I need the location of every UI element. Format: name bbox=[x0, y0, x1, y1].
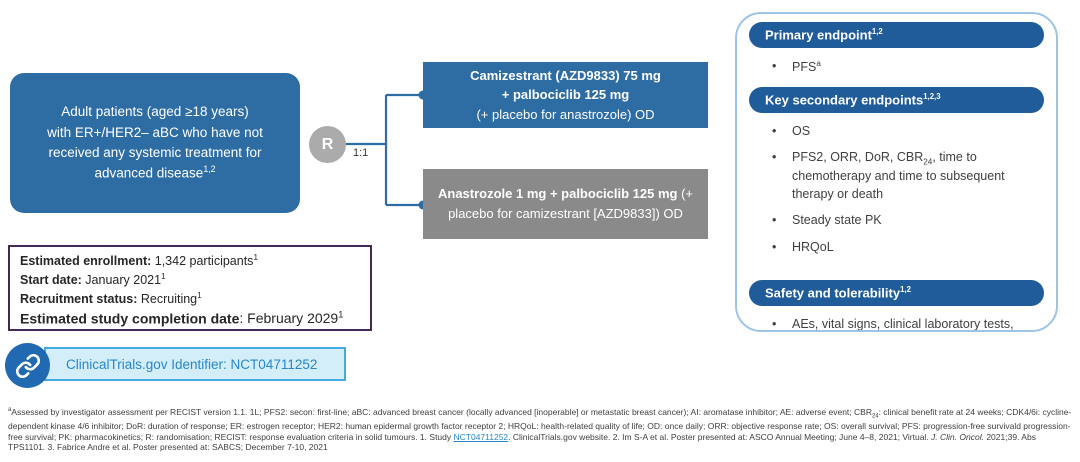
start-date-line: Start date: January 20211 bbox=[20, 271, 360, 290]
anastrozole-arm-box: Anastrozole 1 mg + palbociclib 125 mg (+… bbox=[423, 169, 708, 239]
key-secondary-endpoints-header-label: Key secondary endpoints1,2,3 bbox=[765, 91, 941, 108]
completion-date-value: : February 20291 bbox=[239, 309, 344, 327]
list-item: HRQoL bbox=[772, 239, 1040, 257]
enrollment-value: 1,342 participants1 bbox=[151, 253, 258, 269]
list-item: Steady state PK bbox=[772, 212, 1040, 230]
safety-tolerability-header-label: Safety and tolerability1,2 bbox=[765, 285, 911, 301]
patient-population-box: Adult patients (aged ≥18 years)with ER+/… bbox=[10, 73, 300, 213]
start-date-value: January 20211 bbox=[81, 271, 166, 288]
list-item: AEs, vital signs, clinical laboratory te… bbox=[772, 316, 1040, 330]
camizestrant-arm-box: Camizestrant (AZD9833) 75 mg + palbocicl… bbox=[423, 62, 708, 128]
completion-date-label: Estimated study completion date bbox=[20, 310, 240, 327]
nct-footnote-link[interactable]: NCT04711252 bbox=[453, 431, 509, 442]
nct-identifier-box: ClinicalTrials.gov Identifier: NCT047112… bbox=[44, 347, 346, 381]
camizestrant-arm-line1: Camizestrant (AZD9833) 75 mg bbox=[470, 67, 661, 83]
enrollment-info-box: Estimated enrollment: 1,342 participants… bbox=[8, 245, 372, 331]
footnote-references: . ClinicalTrials.gov website. 2. Im S-A … bbox=[8, 431, 1036, 453]
endpoints-panel: Primary endpoint1,2 PFSa Key secondary e… bbox=[735, 12, 1058, 332]
recruitment-status-label: Recruitment status: bbox=[20, 291, 138, 306]
anastrozole-arm-bold-text: Anastrozole 1 mg + palbociclib 125 mg bbox=[437, 186, 678, 201]
chain-link-icon bbox=[15, 353, 40, 378]
primary-endpoint-header-label: Primary endpoint1,2 bbox=[765, 27, 883, 43]
list-item: PFSa bbox=[772, 58, 1040, 77]
footnote-abbreviations: aAssessed by investigator assessment per… bbox=[8, 407, 1072, 442]
list-item: OS bbox=[772, 123, 1040, 141]
completion-date-line: Estimated study completion date: Februar… bbox=[20, 309, 360, 329]
enrollment-label: Estimated enrollment: bbox=[20, 254, 152, 269]
recruitment-status-value: Recruiting1 bbox=[137, 290, 202, 306]
safety-tolerability-header: Safety and tolerability1,2 bbox=[749, 280, 1044, 307]
randomization-label: R bbox=[321, 135, 334, 153]
start-date-label: Start date: bbox=[20, 273, 82, 288]
anastrozole-arm-regular-text: (+ placebo for camizestrant [AZD9833]) O… bbox=[448, 186, 694, 221]
camizestrant-arm-line3: (+ placebo for anastrozole) OD bbox=[476, 106, 655, 122]
enrollment-line: Estimated enrollment: 1,342 participants… bbox=[20, 252, 360, 271]
camizestrant-arm-line2: + palbociclib 125 mg bbox=[501, 87, 630, 103]
footnote: aAssessed by investigator assessment per… bbox=[8, 407, 1072, 453]
recruitment-status-line: Recruitment status: Recruiting1 bbox=[20, 290, 360, 309]
key-secondary-endpoints-header: Key secondary endpoints1,2,3 bbox=[749, 86, 1044, 113]
safety-tolerability-list: AEs, vital signs, clinical laboratory te… bbox=[749, 316, 1044, 330]
patient-population-text: Adult patients (aged ≥18 years)with ER+/… bbox=[47, 104, 263, 181]
primary-endpoint-list: PFSa bbox=[749, 58, 1044, 77]
key-secondary-endpoints-list: OS PFS2, ORR, DoR, CBR24, time to chemot… bbox=[749, 123, 1044, 256]
link-icon bbox=[5, 343, 50, 388]
primary-endpoint-header: Primary endpoint1,2 bbox=[749, 22, 1044, 48]
list-item: PFS2, ORR, DoR, CBR24, time to chemother… bbox=[772, 149, 1040, 203]
randomization-ratio: 1:1 bbox=[353, 147, 369, 159]
nct-identifier-text: ClinicalTrials.gov Identifier: NCT047112… bbox=[66, 356, 318, 372]
randomization-circle: R bbox=[309, 126, 346, 163]
